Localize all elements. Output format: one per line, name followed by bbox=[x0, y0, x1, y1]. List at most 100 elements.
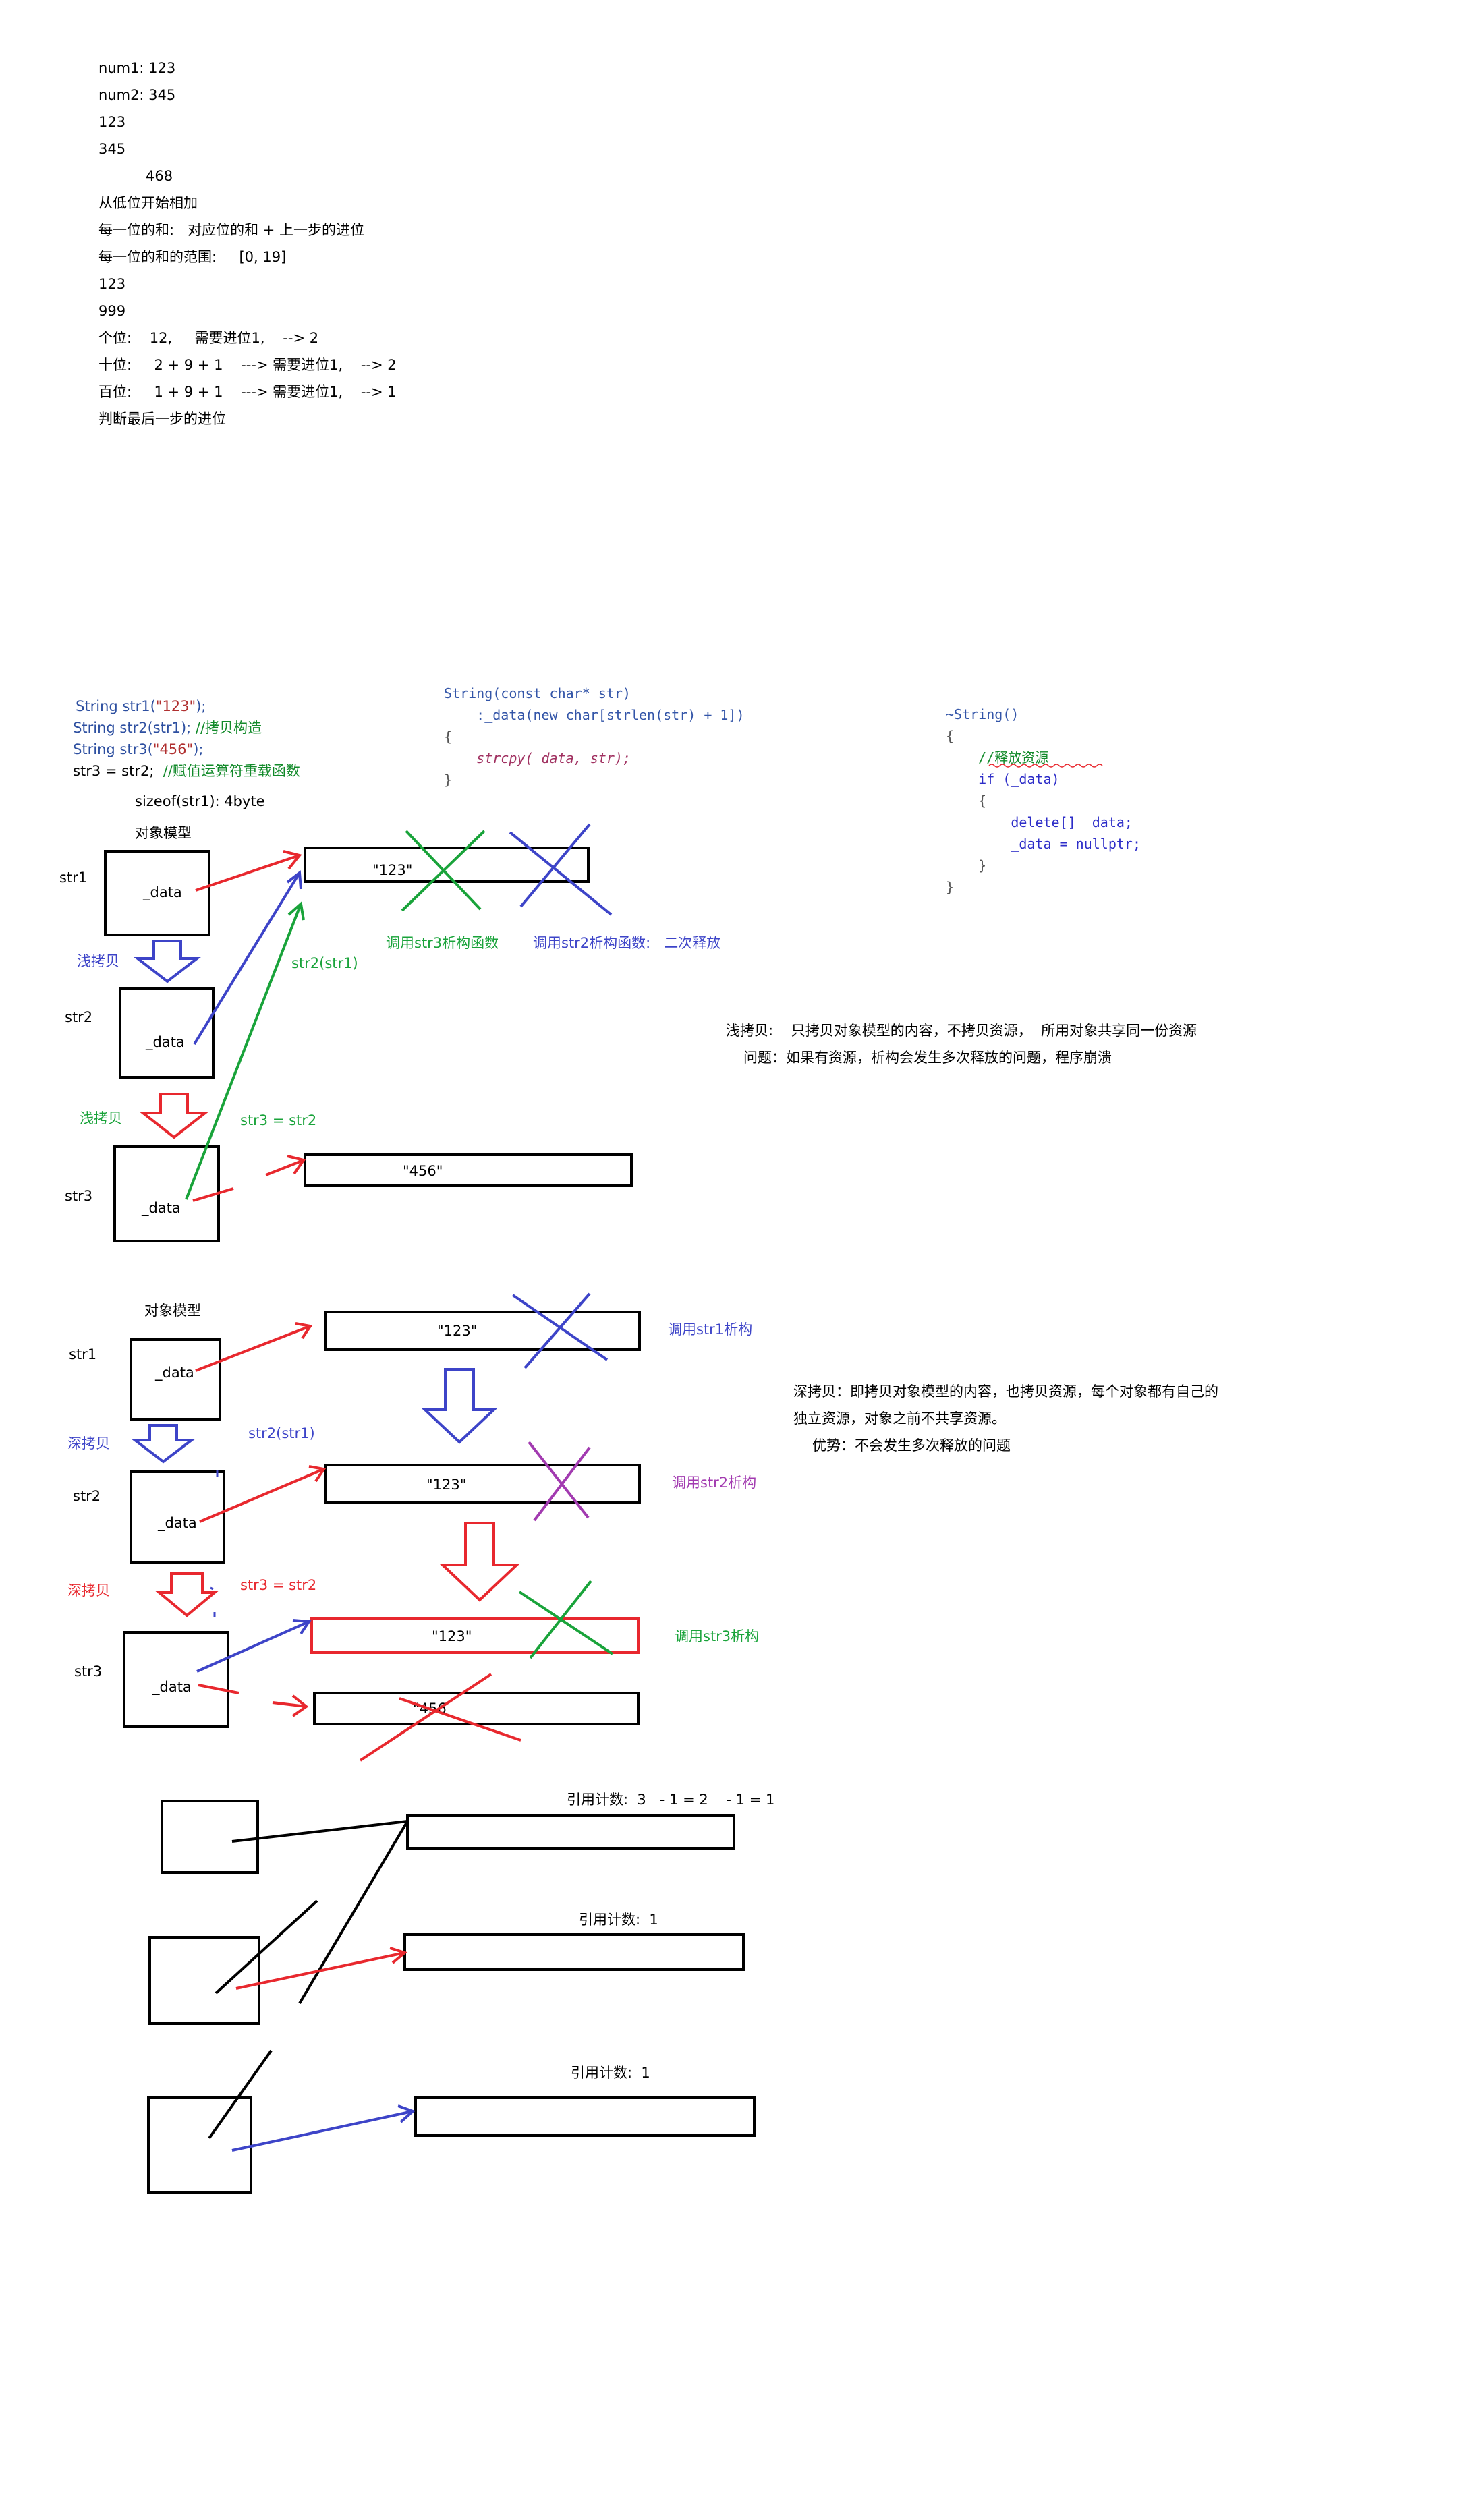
decl-text: String str3( bbox=[73, 741, 153, 757]
data-field-label: _data bbox=[152, 1679, 192, 1695]
note-line: 999 bbox=[98, 303, 126, 319]
arrowhead bbox=[389, 1947, 408, 1964]
pointer-arrow bbox=[199, 1468, 324, 1523]
deep-copy-label-1: 深拷贝 bbox=[67, 1435, 110, 1452]
dtor-str3-label: 调用str3析构函数 bbox=[386, 935, 499, 951]
cross-mark bbox=[518, 1591, 614, 1655]
heap-box-str1 bbox=[324, 1311, 641, 1351]
cross-mark bbox=[519, 823, 591, 908]
decl-comment: //拷贝构造 bbox=[195, 720, 262, 736]
pointer-line bbox=[298, 1820, 409, 2005]
dtor-str3-label: 调用str3析构 bbox=[675, 1628, 760, 1644]
arrowhead bbox=[287, 1155, 306, 1175]
hollow-arrow-blue-big bbox=[421, 1368, 498, 1444]
pointer-arrow bbox=[196, 1620, 310, 1673]
squiggle-underline bbox=[988, 764, 1103, 768]
dtor-str2-label: 调用str2析构函数: 二次释放 bbox=[533, 935, 721, 951]
cross-mark bbox=[399, 1697, 521, 1742]
data-field-label: _data bbox=[143, 884, 182, 900]
heap-box-123 bbox=[304, 847, 590, 883]
cross-mark bbox=[359, 1673, 492, 1762]
tick-mark bbox=[210, 1586, 214, 1591]
cross-mark bbox=[509, 831, 613, 916]
refcount-heap-1 bbox=[406, 1814, 735, 1850]
code-line: { bbox=[946, 728, 955, 744]
code-line: strcpy(_data, str); bbox=[444, 750, 631, 766]
data-field-label: _data bbox=[155, 1365, 194, 1381]
str2-label: str2 bbox=[73, 1488, 101, 1504]
heap-value-123: "123" bbox=[426, 1477, 467, 1493]
heap-box-str3 bbox=[310, 1617, 640, 1654]
pointer-arrow bbox=[265, 1159, 304, 1176]
heap-value-123: "123" bbox=[372, 862, 413, 878]
data-field-label: _data bbox=[146, 1034, 185, 1050]
decl-text: ); bbox=[196, 698, 206, 714]
heap-box-456 bbox=[304, 1153, 633, 1187]
deep-explain-1: 深拷贝：即拷贝对象模型的内容，也拷贝资源，每个对象都有自己的 bbox=[793, 1383, 1218, 1400]
pointer-arrow bbox=[192, 1187, 234, 1202]
decl-line-2: String str2(str1); //拷贝构造 bbox=[46, 701, 262, 754]
decl-text: str3 = str2; bbox=[73, 763, 163, 779]
dtor-str1-label: 调用str1析构 bbox=[668, 1321, 753, 1338]
pointer-line bbox=[231, 1820, 408, 1843]
decl-text: String str1( bbox=[76, 698, 156, 714]
decl-line-4: str3 = str2; //赋值运算符重载函数 bbox=[46, 745, 300, 797]
arrowhead bbox=[308, 1465, 327, 1483]
cross-mark bbox=[401, 830, 486, 912]
decl-text: String str2(str1); bbox=[73, 720, 196, 736]
dtor-str2-label: 调用str2析构 bbox=[672, 1474, 757, 1491]
code-line: } bbox=[444, 772, 453, 788]
hollow-arrow-red-big bbox=[439, 1522, 521, 1602]
object-box-str1 bbox=[130, 1338, 221, 1421]
pointer-arrow bbox=[231, 2110, 414, 2152]
object-box-str3 bbox=[113, 1145, 220, 1242]
data-field-label: _data bbox=[158, 1515, 197, 1531]
deep-copy-label-2: 深拷贝 bbox=[67, 1582, 110, 1599]
pointer-arrow bbox=[272, 1701, 307, 1708]
arrowhead bbox=[292, 1619, 312, 1635]
code-line: { bbox=[946, 793, 987, 809]
note-line: 十位: 2 + 9 + 1 ---> 需要进位1, --> 2 bbox=[98, 357, 397, 373]
shallow-copy-label-1: 浅拷贝 bbox=[77, 953, 119, 969]
hollow-arrow-red bbox=[139, 1093, 209, 1139]
hollow-arrow-red bbox=[155, 1572, 219, 1617]
code-line: //释放资源 bbox=[946, 749, 1049, 766]
shallow-explain-1: 浅拷贝: 只拷贝对象模型的内容，不拷贝资源， 所用对象共享同一份资源 bbox=[726, 1023, 1197, 1039]
object-box-str2 bbox=[119, 987, 215, 1079]
cross-mark bbox=[528, 1441, 590, 1519]
cross-mark bbox=[533, 1446, 591, 1522]
heap-value-123: "123" bbox=[432, 1628, 472, 1644]
refcount-label-2: 引用计数: 1 bbox=[579, 1912, 658, 1928]
hollow-arrow-blue bbox=[131, 1424, 196, 1464]
heap-value-456: "456" bbox=[403, 1163, 443, 1179]
pointer-arrow bbox=[195, 1325, 311, 1372]
str3-label: str3 bbox=[65, 1188, 93, 1204]
pointer-arrow bbox=[193, 871, 301, 1046]
arrowhead bbox=[283, 850, 302, 870]
note-line: 123 bbox=[98, 276, 126, 292]
cross-mark bbox=[524, 1292, 591, 1369]
code-line: } bbox=[946, 857, 987, 874]
str3-label: str3 bbox=[74, 1663, 103, 1680]
shallow-explain-2: 问题：如果有资源，析构会发生多次释放的问题，程序崩溃 bbox=[743, 1050, 1112, 1066]
code-line: :_data(new char[strlen(str) + 1]) bbox=[444, 707, 745, 723]
refcount-object-1 bbox=[161, 1800, 259, 1874]
str3-assign-label: str3 = str2 bbox=[240, 1112, 317, 1128]
deep-explain-2: 独立资源，对象之前不共享资源。 bbox=[793, 1410, 1006, 1427]
shallow-copy-label-2: 浅拷贝 bbox=[80, 1110, 122, 1126]
code-line: delete[] _data; bbox=[946, 814, 1133, 830]
decl-string: "123" bbox=[155, 698, 196, 714]
code-line: ~String() bbox=[946, 706, 1019, 722]
object-box-str2 bbox=[130, 1470, 225, 1564]
heap-box-456 bbox=[313, 1692, 640, 1725]
arrowhead bbox=[287, 901, 305, 921]
object-model-label: 对象模型 bbox=[135, 825, 192, 841]
arrowhead bbox=[295, 1322, 313, 1340]
pointer-line bbox=[208, 2049, 273, 2140]
object-box-str3 bbox=[123, 1631, 229, 1728]
str2-str1-label: str2(str1) bbox=[248, 1425, 315, 1441]
decl-line-1: String str1("123"); bbox=[49, 680, 206, 733]
pointer-arrow bbox=[235, 1951, 405, 1990]
